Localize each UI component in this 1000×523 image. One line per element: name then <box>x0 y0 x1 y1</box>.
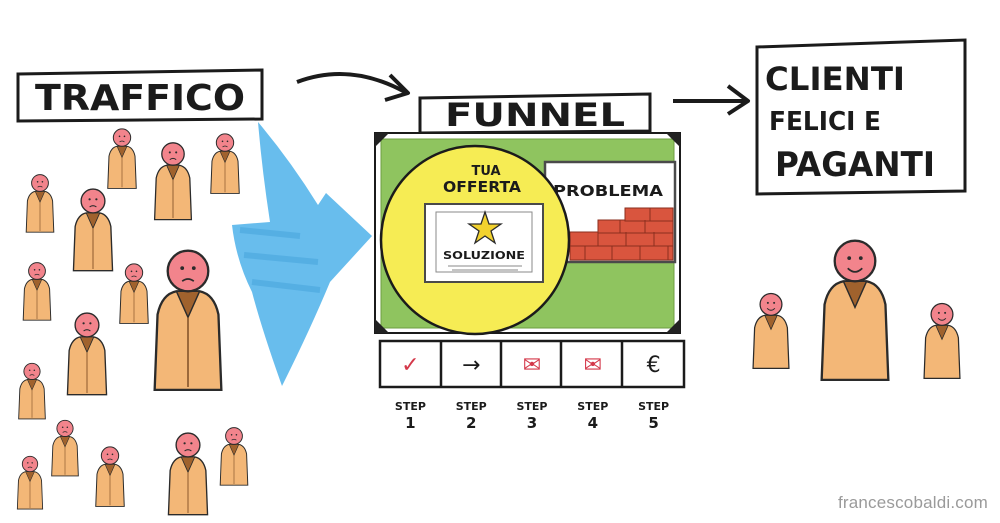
step-number: 5 <box>648 414 658 432</box>
visitor-figure <box>210 133 240 194</box>
solution-label: SOLUZIONE <box>443 249 525 262</box>
funnel-label: FUNNEL <box>445 96 625 134</box>
funnel-label-box: FUNNEL <box>418 92 652 135</box>
visitor-figure <box>18 362 46 420</box>
client-figure <box>923 302 961 379</box>
visitor-figure <box>25 174 55 233</box>
client-figure <box>752 292 790 369</box>
clients-label-line1: CLIENTI <box>765 60 905 98</box>
step-number: 1 <box>405 414 415 432</box>
step-number: 3 <box>527 414 537 432</box>
traffic-flow-arrow <box>232 122 372 386</box>
visitor-figure <box>22 262 52 321</box>
visitor-figure <box>107 128 137 189</box>
envelope-icon: ✉ <box>523 353 541 378</box>
step-label: STEP <box>638 400 669 413</box>
brick-wall <box>569 207 674 261</box>
arrow-right-icon: → <box>462 353 480 378</box>
step-label: STEP <box>516 400 547 413</box>
traffic-crowd <box>16 128 249 516</box>
visitor-figure <box>119 263 149 324</box>
step-label: STEP <box>395 400 426 413</box>
visitor-figure <box>167 432 209 516</box>
visitor-figure <box>219 427 249 486</box>
traffic-label: TRAFFICO <box>35 78 245 119</box>
offer-label-line2: OFFERTA <box>443 178 521 196</box>
site-credit: francescobaldi.com <box>837 493 988 512</box>
arrow-funnel-to-clients <box>673 84 750 116</box>
euro-icon: € <box>647 353 661 378</box>
clients-label-line3: PAGANTI <box>775 145 935 185</box>
arrow-traffic-to-funnel <box>296 72 410 102</box>
clients-label-line2: FELICI E <box>769 107 881 137</box>
happy-clients <box>752 239 961 382</box>
visitor-figure <box>51 419 79 477</box>
envelope-icon: ✉ <box>584 353 602 378</box>
problem-board: PROBLEMA <box>543 160 677 264</box>
client-figure <box>820 239 890 382</box>
traffic-label-box: TRAFFICO <box>16 68 264 123</box>
visitor-figure <box>95 446 125 507</box>
offer-spotlight: TUA OFFERTA SOLUZIONE <box>379 144 571 336</box>
funnel-panel: PROBLEMA TUA OFFERTA SOLUZIONE <box>374 132 681 336</box>
clients-label-box: CLIENTI FELICI E PAGANTI <box>755 38 967 196</box>
visitor-figure <box>72 188 114 272</box>
step-label: STEP <box>456 400 487 413</box>
visitor-figure <box>153 142 193 221</box>
solution-board: SOLUZIONE <box>424 203 544 283</box>
visitor-figure <box>66 312 108 396</box>
star-icon <box>466 209 504 245</box>
problem-label: PROBLEMA <box>553 182 663 200</box>
checkmark-icon: ✓ <box>401 353 419 378</box>
step-label: STEP <box>577 400 608 413</box>
visitor-figure <box>153 249 223 392</box>
step-number: 4 <box>588 414 598 432</box>
offer-label-line1: TUA <box>471 164 500 179</box>
step-number: 2 <box>466 414 476 432</box>
visitor-figure <box>16 455 44 510</box>
